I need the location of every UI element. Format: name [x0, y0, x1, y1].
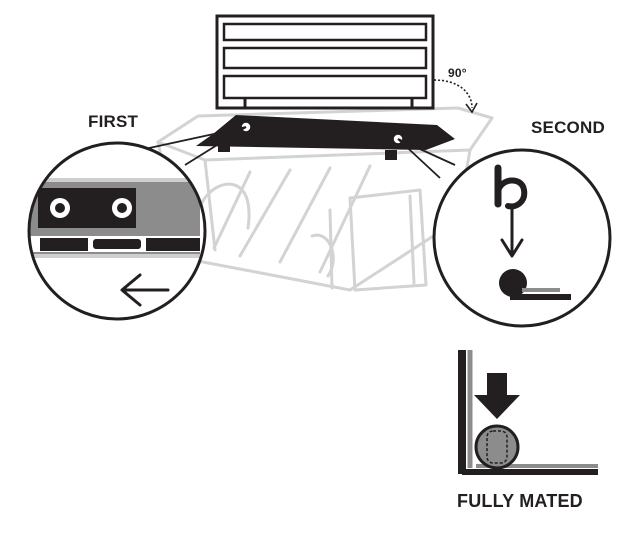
second-step-label: SECOND — [531, 118, 605, 137]
rotation-arc — [433, 79, 478, 114]
second-detail-circle — [432, 148, 612, 328]
arrow-left-icon — [120, 273, 170, 307]
fully-mated-illustration — [458, 350, 598, 475]
leader-lines — [139, 126, 456, 179]
fully-mated-label: FULLY MATED — [457, 491, 583, 511]
first-detail-circle — [27, 141, 207, 321]
cab-rack-panel — [215, 14, 435, 110]
hook-icon — [494, 164, 528, 210]
first-step-label: FIRST — [88, 112, 139, 131]
arrow-down-icon — [500, 206, 524, 258]
push-down-arrow-icon — [474, 373, 520, 419]
rotation-angle-label: 90° — [448, 66, 467, 80]
